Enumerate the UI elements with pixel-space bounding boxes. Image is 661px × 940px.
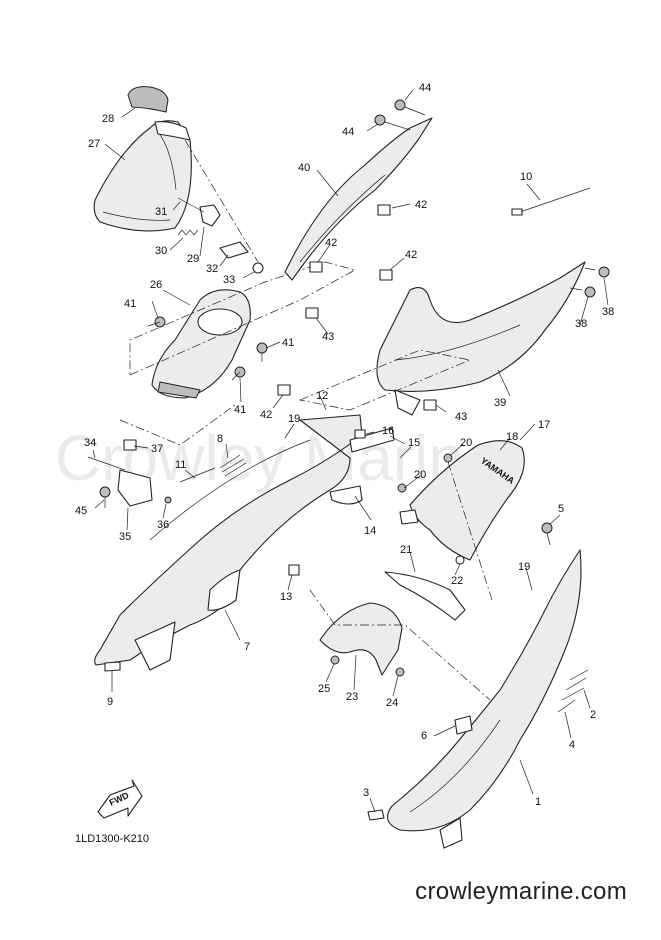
callout-43a: 43	[322, 331, 334, 343]
callout-39: 39	[494, 397, 506, 409]
callout-41a: 41	[124, 298, 136, 310]
callout-10: 10	[520, 171, 532, 183]
part-1-lower-side-cover	[386, 549, 582, 849]
callout-18: 18	[506, 431, 518, 443]
callout-25: 25	[318, 683, 330, 695]
part-27-front-panel	[93, 120, 192, 232]
part-40-upper-rail	[284, 99, 433, 281]
callout-2: 2	[590, 709, 596, 721]
callout-42b: 42	[325, 237, 337, 249]
callout-38a: 38	[575, 318, 587, 330]
parts-left-small	[87, 439, 247, 508]
callout-31: 31	[155, 206, 167, 218]
callout-labels: 1 2 3 4 5 6 7 8 9 10 11 12 13 14 15 16 1…	[75, 82, 614, 808]
callout-34: 34	[84, 437, 96, 449]
part-7-main-side-cover	[94, 414, 363, 671]
callout-14: 14	[364, 525, 376, 537]
callout-37: 37	[151, 443, 163, 455]
callout-44a: 44	[419, 82, 431, 94]
callout-29: 29	[187, 253, 199, 265]
parts-13-16	[288, 427, 395, 576]
callout-42a: 42	[415, 199, 427, 211]
part-23-lower-cover	[309, 589, 491, 701]
callout-19a: 19	[288, 413, 300, 425]
callout-42d: 42	[260, 409, 272, 421]
dashed-outline-c	[298, 349, 472, 411]
fwd-arrow-icon: FWD	[97, 779, 143, 819]
clips-42-43	[277, 204, 437, 411]
screws-41	[147, 316, 268, 381]
part-10-tie	[511, 187, 591, 216]
callout-24: 24	[386, 697, 398, 709]
callout-43b: 43	[455, 411, 467, 423]
callout-13: 13	[280, 591, 292, 603]
callout-41c: 41	[234, 404, 246, 416]
leader-lines	[92, 89, 609, 813]
callout-38b: 38	[602, 306, 614, 318]
callout-21: 21	[400, 544, 412, 556]
website-link[interactable]: crowleymarine.com	[415, 878, 627, 905]
parts-18-22	[384, 453, 493, 621]
callout-3: 3	[363, 787, 369, 799]
callout-41b: 41	[282, 337, 294, 349]
callout-8: 8	[217, 433, 223, 445]
part-28-cap	[127, 86, 191, 141]
callout-19b: 19	[518, 561, 530, 573]
part-17-tail-cover: YAMAHA	[399, 440, 525, 561]
callout-36: 36	[157, 519, 169, 531]
callout-22: 22	[451, 575, 463, 587]
part-39-rear-panel	[376, 261, 586, 416]
callout-32: 32	[206, 263, 218, 275]
dashed-outline-a	[129, 261, 356, 376]
callout-16: 16	[382, 425, 394, 437]
callout-4: 4	[569, 739, 575, 751]
callout-40: 40	[298, 162, 310, 174]
callout-35: 35	[119, 531, 131, 543]
callout-33: 33	[223, 274, 235, 286]
callout-26: 26	[150, 279, 162, 291]
part-26-inner-panel	[151, 289, 251, 399]
callout-30: 30	[155, 245, 167, 257]
callout-12: 12	[316, 390, 328, 402]
callout-15: 15	[408, 437, 420, 449]
parts-2-6	[104, 522, 589, 821]
callout-20a: 20	[460, 437, 472, 449]
callout-44b: 44	[342, 126, 354, 138]
callout-1: 1	[535, 796, 541, 808]
callout-11: 11	[175, 459, 186, 471]
parts-29-33	[177, 139, 264, 274]
callout-23: 23	[346, 691, 358, 703]
callout-27: 27	[88, 138, 100, 150]
callout-9: 9	[107, 696, 113, 708]
callout-5: 5	[558, 503, 564, 515]
screws-38	[569, 266, 610, 298]
dashed-outline-b	[119, 404, 236, 446]
callout-20b: 20	[414, 469, 426, 481]
callout-6: 6	[421, 730, 427, 742]
drawing-code: 1LD1300-K210	[75, 833, 150, 845]
callout-45: 45	[75, 505, 87, 517]
callout-28: 28	[102, 113, 114, 125]
callout-42c: 42	[405, 249, 417, 261]
callout-7: 7	[244, 641, 250, 653]
callout-17: 17	[538, 419, 550, 431]
